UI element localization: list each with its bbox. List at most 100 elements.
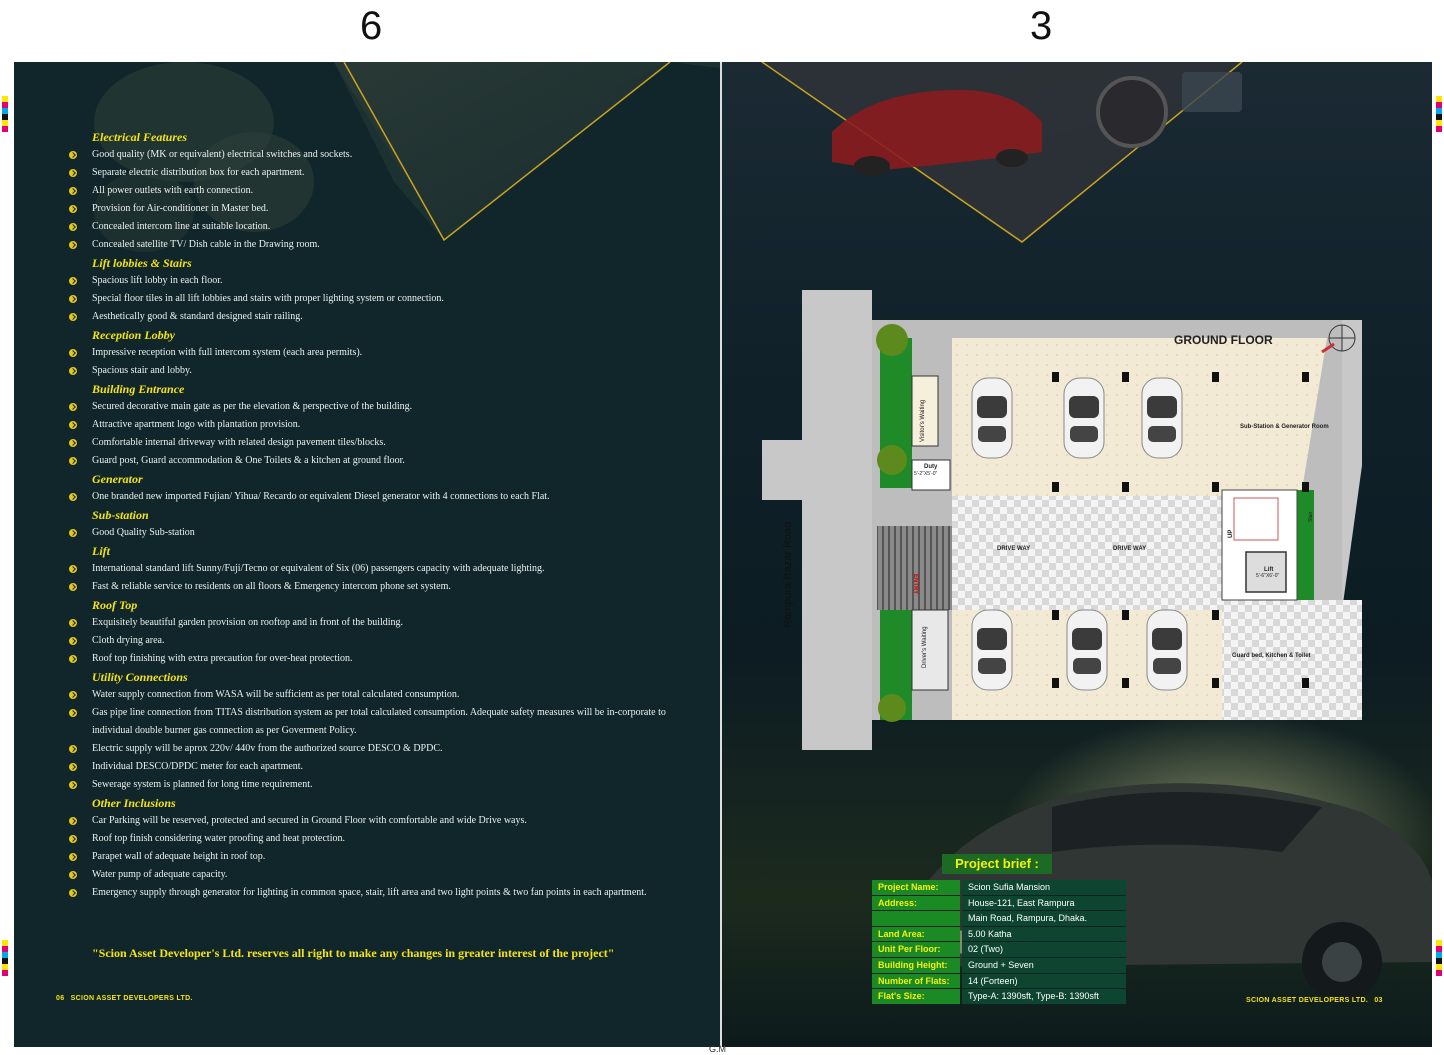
brief-row: Project Name:Scion Sufia Mansion — [872, 880, 1126, 896]
feature-item: Roof top finishing with extra precaution… — [69, 650, 674, 668]
brief-value: 02 (Two) — [962, 942, 1126, 958]
feature-item: Electric supply will be aprox 220v/ 440v… — [69, 740, 674, 758]
road-label: Rampura Bazar Road — [782, 521, 794, 628]
feature-text: Exquisitely beautiful garden provision o… — [92, 617, 404, 628]
feature-text: Special floor tiles in all lift lobbies … — [92, 293, 444, 304]
feature-item: Gas pipe line connection from TITAS dist… — [69, 704, 674, 740]
feature-text: Comfortable internal driveway with relat… — [92, 437, 386, 448]
feature-text: Emergency supply through generator for l… — [92, 887, 647, 898]
brief-row: Flat's Size:Type-A: 1390sft, Type-B: 139… — [872, 989, 1126, 1005]
drivers-waiting-label: Driver's Waiting — [922, 626, 928, 668]
feature-item: Cloth drying area. — [69, 632, 674, 650]
section-title: Generator — [92, 472, 143, 486]
page-gutter — [720, 62, 722, 1047]
feature-item: Good Quality Sub-station — [69, 524, 674, 542]
brief-key: Building Height: — [872, 957, 960, 974]
feature-item: Roof top finish considering water proofi… — [69, 830, 674, 848]
feature-text: All power outlets with earth connection. — [92, 185, 254, 196]
ground-floor-plan — [762, 290, 1362, 750]
feature-text: Guard post, Guard accommodation & One To… — [92, 455, 405, 466]
chevron-bullet-icon — [69, 223, 77, 231]
up-label: UP — [1228, 529, 1234, 538]
feature-item: Emergency supply through generator for l… — [69, 884, 674, 902]
stair-label: Stair — [1308, 511, 1314, 522]
lift-dimension: 5'-6"X6'-0" — [1256, 573, 1280, 579]
color-bar-left-top — [2, 96, 8, 132]
feature-item: International standard lift Sunny/Fuji/T… — [69, 560, 674, 578]
feature-item: Aesthetically good & standard designed s… — [69, 308, 674, 326]
project-brief-title: Project brief : — [942, 854, 1052, 874]
section-title: Other Inclusions — [92, 796, 176, 810]
feature-item: Fast & reliable service to residents on … — [69, 578, 674, 596]
feature-text: Attractive apartment logo with plantatio… — [92, 419, 301, 430]
chevron-bullet-icon — [69, 835, 77, 843]
feature-text: Aesthetically good & standard designed s… — [92, 311, 303, 322]
feature-item: Parapet wall of adequate height in roof … — [69, 848, 674, 866]
duty-dimension: 5'-2"X5'-0" — [914, 471, 938, 477]
duty-label: Duty — [924, 464, 938, 470]
right-page-number: 3 — [1030, 4, 1053, 48]
brief-value: Main Road, Rampura, Dhaka. — [962, 911, 1126, 927]
feature-text: Concealed satellite TV/ Dish cable in th… — [92, 239, 320, 250]
feature-item: Individual DESCO/DPDC meter for each apa… — [69, 758, 674, 776]
feature-text: Gas pipe line connection from TITAS dist… — [92, 707, 666, 736]
brief-row: Building Height:Ground + Seven — [872, 957, 1126, 974]
brief-value: Scion Sufia Mansion — [962, 880, 1126, 896]
driveway-label-2: DRIVE WAY — [1113, 546, 1147, 552]
section-title: Lift — [92, 544, 110, 558]
brief-key: Address: — [872, 895, 960, 912]
section-title: Sub-station — [92, 508, 149, 522]
entry-label: ENTRY — [912, 574, 918, 595]
footer-left: 06 SCION ASSET DEVELOPERS LTD. — [56, 995, 193, 1002]
feature-item: Concealed satellite TV/ Dish cable in th… — [69, 236, 674, 254]
brief-key: Flat's Size: — [872, 989, 960, 1005]
section-title: Lift lobbies & Stairs — [92, 256, 192, 270]
feature-item: Guard post, Guard accommodation & One To… — [69, 452, 674, 470]
chevron-bullet-icon — [69, 349, 77, 357]
feature-text: Concealed intercom line at suitable loca… — [92, 221, 271, 232]
feature-text: Individual DESCO/DPDC meter for each apa… — [92, 761, 304, 772]
feature-item: Exquisitely beautiful garden provision o… — [69, 614, 674, 632]
brief-key: Unit Per Floor: — [872, 942, 960, 958]
chevron-bullet-icon — [69, 187, 77, 195]
chevron-bullet-icon — [69, 619, 77, 627]
chevron-bullet-icon — [69, 169, 77, 177]
chevron-bullet-icon — [69, 853, 77, 861]
feature-item: Concealed intercom line at suitable loca… — [69, 218, 674, 236]
chevron-bullet-icon — [69, 457, 77, 465]
feature-text: Good Quality Sub-station — [92, 527, 195, 538]
chevron-bullet-icon — [69, 367, 77, 375]
brief-key: Project Name: — [872, 880, 960, 896]
section-title: Building Entrance — [92, 382, 185, 396]
feature-item: One branded new imported Fujian/ Yihua/ … — [69, 488, 674, 506]
feature-item: Impressive reception with full intercom … — [69, 344, 674, 362]
chevron-bullet-icon — [69, 781, 77, 789]
feature-item: Secured decorative main gate as per the … — [69, 398, 674, 416]
feature-text: One branded new imported Fujian/ Yihua/ … — [92, 491, 550, 502]
chevron-bullet-icon — [69, 745, 77, 753]
footer-left-number: 06 — [56, 995, 65, 1002]
brief-row: Land Area:5.00 Katha — [872, 926, 1126, 943]
feature-item: Water pump of adequate capacity. — [69, 866, 674, 884]
feature-item: Water supply connection from WASA will b… — [69, 686, 674, 704]
brief-value: Ground + Seven — [962, 957, 1126, 974]
footer-left-company: SCION ASSET DEVELOPERS LTD. — [70, 995, 193, 1002]
feature-text: Cloth drying area. — [92, 635, 165, 646]
feature-text: Car Parking will be reserved, protected … — [92, 815, 527, 826]
chevron-bullet-icon — [69, 403, 77, 411]
chevron-bullet-icon — [69, 655, 77, 663]
feature-text: Roof top finish considering water proofi… — [92, 833, 345, 844]
brief-value: House-121, East Rampura — [962, 895, 1126, 912]
feature-text: Sewerage system is planned for long time… — [92, 779, 313, 790]
chevron-bullet-icon — [69, 817, 77, 825]
section-title: Reception Lobby — [92, 328, 175, 342]
feature-item: Car Parking will be reserved, protected … — [69, 812, 674, 830]
feature-item: Provision for Air-conditioner in Master … — [69, 200, 674, 218]
chevron-bullet-icon — [69, 691, 77, 699]
feature-text: Spacious stair and lobby. — [92, 365, 192, 376]
chevron-bullet-icon — [69, 241, 77, 249]
feature-text: Parapet wall of adequate height in roof … — [92, 851, 266, 862]
